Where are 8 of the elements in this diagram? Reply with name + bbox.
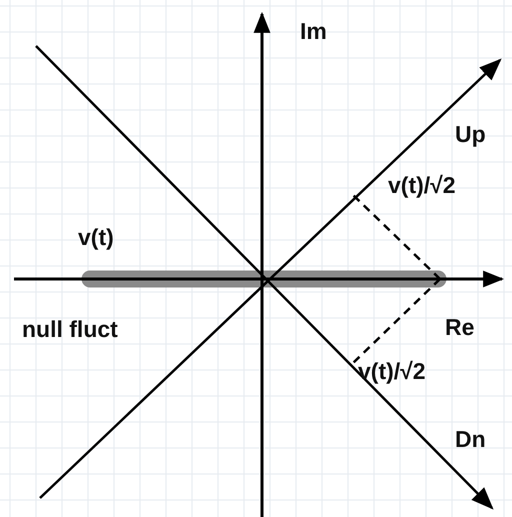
projection-label: v(t)/√2 — [358, 360, 426, 383]
axis-label: Up — [455, 123, 486, 146]
axis-label: Im — [300, 20, 327, 43]
axis-label: Dn — [455, 428, 486, 451]
projection-label: v(t)/√2 — [388, 174, 456, 197]
axis-label: Re — [445, 316, 474, 339]
amplitude-label: v(t) — [78, 226, 114, 249]
axis-label: null fluct — [22, 318, 118, 341]
